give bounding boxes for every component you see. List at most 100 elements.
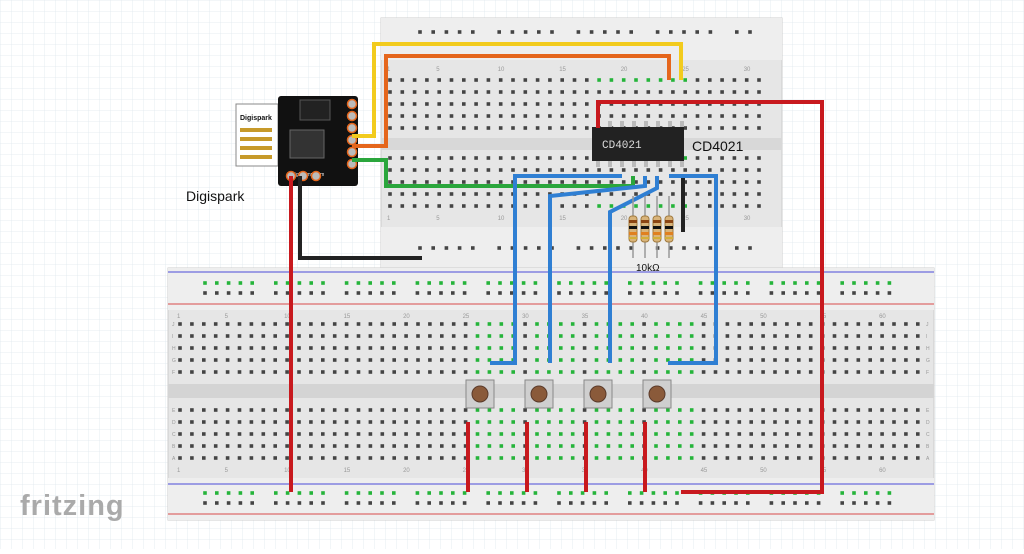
breadboard-hole	[630, 408, 634, 412]
resistor-band	[665, 220, 673, 223]
breadboard-hole	[844, 322, 849, 326]
breadboard-hole	[412, 180, 417, 184]
rail-hole	[215, 501, 219, 505]
rail-hole	[457, 30, 462, 34]
breadboard-hole	[437, 192, 441, 196]
breadboard-hole	[412, 78, 417, 82]
breadboard-hole	[202, 444, 206, 448]
breadboard-hole	[487, 456, 492, 460]
rail-hole	[285, 491, 290, 495]
breadboard-hole	[237, 358, 242, 362]
rail-hole	[444, 30, 449, 34]
breadboard-hole	[249, 456, 254, 460]
wire-blue-1[interactable]	[490, 174, 622, 365]
breadboard-hole	[535, 408, 539, 412]
breadboard-hole	[671, 192, 675, 196]
breadboard-hole	[695, 168, 700, 172]
breadboard-hole	[273, 456, 277, 460]
wire-black-ground[interactable]	[298, 176, 422, 260]
breadboard-hole	[916, 334, 920, 338]
breadboard-hole	[785, 456, 789, 460]
breadboard-hole	[630, 444, 634, 448]
digispark-board[interactable]: Digispark digistump.com	[235, 96, 358, 186]
breadboard-hole	[535, 370, 539, 374]
rail-hole	[497, 246, 501, 250]
breadboard-hole	[412, 126, 417, 130]
wire-orange[interactable]	[352, 54, 671, 148]
breadboard-hole	[570, 408, 575, 412]
rail-hole	[451, 281, 455, 285]
rail-hole	[226, 501, 231, 505]
rail-hole	[498, 281, 502, 285]
breadboard-hole	[560, 204, 564, 208]
breadboard-hole	[498, 168, 503, 172]
rail-hole	[356, 291, 361, 295]
rail-hole	[603, 30, 607, 34]
header-pin	[346, 122, 358, 134]
breadboard-hole	[499, 432, 504, 436]
wire-blue-2[interactable]	[548, 176, 647, 363]
breadboard-hole	[671, 180, 675, 184]
rail-hole	[250, 501, 254, 505]
breadboard-hole	[785, 370, 789, 374]
breadboard-hole	[321, 334, 325, 338]
breadboard-hole	[523, 334, 527, 338]
breadboard-hole	[249, 370, 254, 374]
rail-hole	[769, 281, 774, 285]
breadboard-hole	[720, 78, 724, 82]
breadboard-hole	[451, 444, 456, 448]
breadboard-hole	[671, 168, 675, 172]
rail-hole	[576, 246, 581, 250]
breadboard-hole	[594, 444, 599, 448]
breadboard-hole	[388, 156, 392, 160]
breadboard-hole	[344, 370, 349, 374]
rail-hole	[451, 291, 455, 295]
breadboard-hole	[720, 90, 724, 94]
breadboard-hole	[344, 420, 349, 424]
breadboard-hole	[321, 420, 325, 424]
breadboard-hole	[761, 444, 765, 448]
breadboard-hole	[190, 322, 194, 326]
wire-yellow[interactable]	[352, 42, 683, 138]
breadboard-hole	[437, 90, 441, 94]
breadboard-hole	[225, 370, 230, 374]
breadboard-hole	[757, 156, 761, 160]
rail-hole	[431, 246, 435, 250]
breadboard-hole	[511, 432, 515, 436]
breadboard-hole	[548, 114, 552, 118]
breadboard-hole	[474, 126, 478, 130]
breadboard-hole	[416, 408, 420, 412]
rail-hole	[628, 281, 632, 285]
column-number: 20	[621, 216, 628, 222]
breadboard-hole	[178, 358, 182, 362]
breadboard-hole	[594, 456, 599, 460]
resistor-array[interactable]	[628, 196, 674, 258]
wire-blue-4[interactable]	[668, 174, 718, 365]
rail-hole	[250, 281, 254, 285]
breadboard-hole	[572, 168, 577, 172]
push-button-cap	[589, 385, 607, 403]
breadboard-hole	[618, 358, 623, 362]
wire-red-power[interactable]	[596, 100, 824, 494]
breadboard-hole	[695, 114, 700, 118]
breadboard-hole	[449, 192, 454, 196]
breadboard-hole	[225, 358, 230, 362]
breadboard-hole	[594, 322, 599, 326]
breadboard-hole	[380, 370, 385, 374]
column-number: 15	[559, 67, 566, 73]
column-number: 50	[760, 468, 767, 474]
breadboard-hole	[695, 192, 700, 196]
cd4021-ic[interactable]: CD4021	[592, 121, 684, 167]
breadboard-hole	[868, 370, 872, 374]
wire-green[interactable]	[352, 158, 635, 188]
breadboard-hole	[273, 346, 277, 350]
breadboard-hole	[797, 456, 801, 460]
breadboard-hole	[856, 346, 861, 350]
breadboard-hole	[560, 126, 564, 130]
breadboard-hole	[309, 456, 313, 460]
breadboard-hole	[213, 346, 218, 350]
breadboard-hole	[404, 420, 408, 424]
breadboard-hole	[213, 408, 218, 412]
breadboard-hole	[202, 420, 206, 424]
